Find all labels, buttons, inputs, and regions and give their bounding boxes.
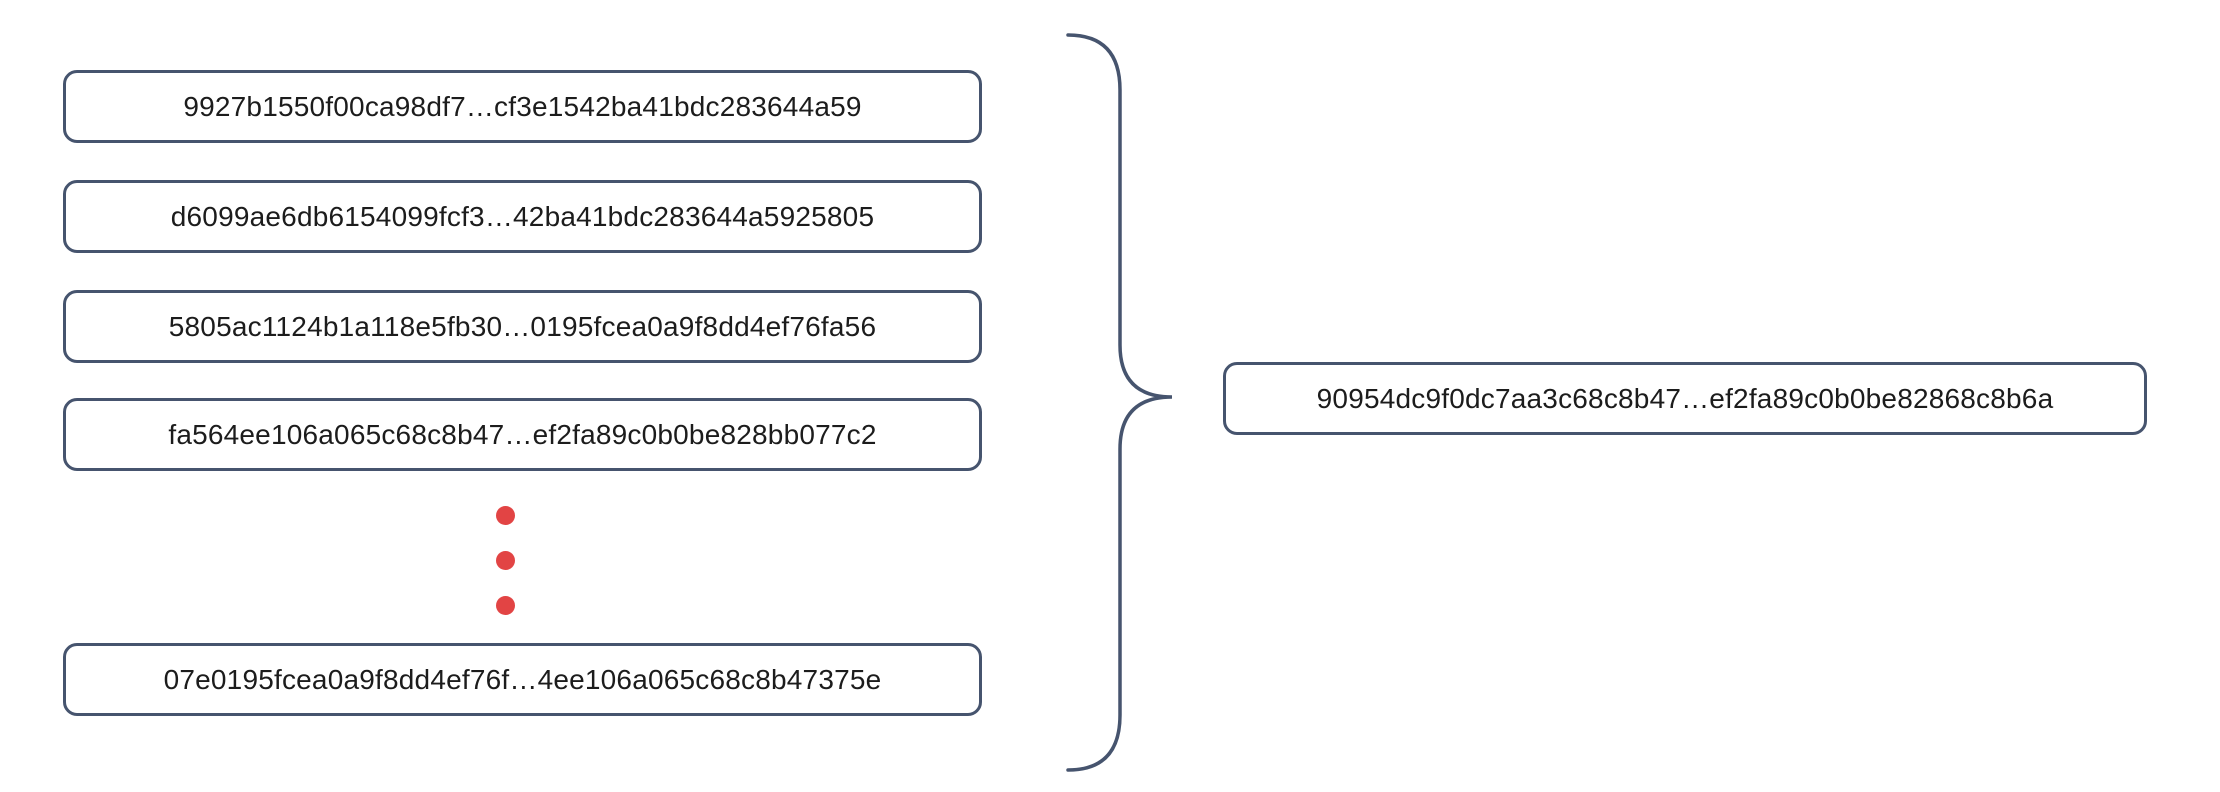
- hash-block-4-label: fa564ee106a065c68c8b47…ef2fa89c0b0be828b…: [168, 418, 877, 450]
- hash-block-1: 9927b1550f00ca98df7…cf3e1542ba41bdc28364…: [63, 70, 982, 143]
- hash-block-3: 5805ac1124b1a118e5fb30…0195fcea0a9f8dd4e…: [63, 290, 982, 363]
- result-hash-block: 90954dc9f0dc7aa3c68c8b47…ef2fa89c0b0be82…: [1223, 362, 2147, 435]
- result-hash-label: 90954dc9f0dc7aa3c68c8b47…ef2fa89c0b0be82…: [1316, 382, 2054, 414]
- ellipsis-dot-icon: [496, 596, 515, 615]
- hash-block-2: d6099ae6db6154099fcf3…42ba41bdc283644a59…: [63, 180, 982, 253]
- hash-block-2-label: d6099ae6db6154099fcf3…42ba41bdc283644a59…: [170, 200, 875, 232]
- ellipsis-dot-icon: [496, 506, 515, 525]
- ellipsis-dot-icon: [496, 551, 515, 570]
- hash-block-3-label: 5805ac1124b1a118e5fb30…0195fcea0a9f8dd4e…: [168, 310, 877, 342]
- hash-block-last: 07e0195fcea0a9f8dd4ef76f…4ee106a065c68c8…: [63, 643, 982, 716]
- hash-block-4: fa564ee106a065c68c8b47…ef2fa89c0b0be828b…: [63, 398, 982, 471]
- hash-block-last-label: 07e0195fcea0a9f8dd4ef76f…4ee106a065c68c8…: [163, 663, 882, 695]
- hash-block-1-label: 9927b1550f00ca98df7…cf3e1542ba41bdc28364…: [183, 90, 862, 122]
